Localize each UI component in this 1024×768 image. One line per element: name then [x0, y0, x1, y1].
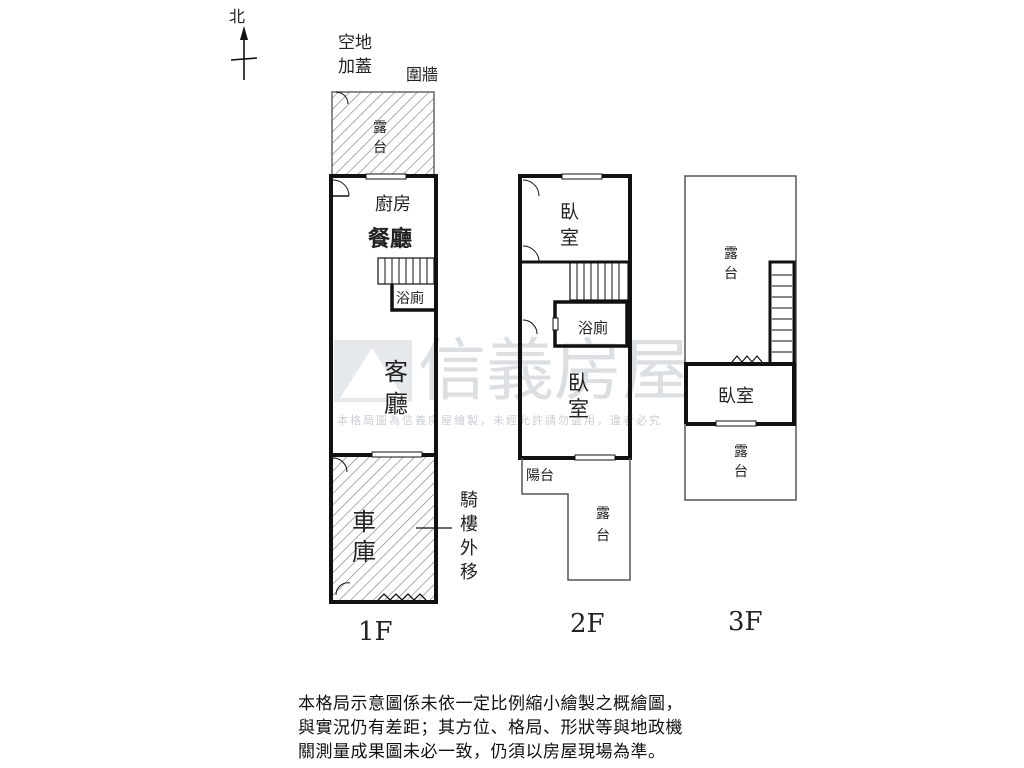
- 1f-empty-lot-label-2: 加蓋: [338, 57, 372, 77]
- disclaimer-line-2: 與實況仍有差距；其方位、格局、形狀等與地政機: [298, 718, 683, 738]
- 2f-terrace-label-2: 台: [596, 528, 610, 544]
- 3f-bedroom-label: 臥室: [718, 386, 754, 407]
- 1f-bath-label: 浴廁: [396, 290, 424, 307]
- watermark-logo-icon: [334, 340, 412, 402]
- 2f-bedroom-a-label-1: 臥: [560, 201, 579, 223]
- watermark-notice: 本格局圖為信義房屋繪製，未經允許請勿盜用，違者必究: [337, 413, 662, 427]
- 2f-terrace-outline: [521, 458, 631, 581]
- disclaimer-line-3: 關測量成果圖未必一致，仍須以房屋現場為準。: [298, 742, 666, 762]
- 3f-terrace-top-label-1: 露: [724, 246, 738, 262]
- 2f-terrace-label-1: 露: [596, 506, 610, 522]
- 1f-living-label-2: 廳: [384, 390, 408, 418]
- 2f-bedroom-b-label-1: 臥: [568, 371, 589, 395]
- floor-plan: 信義房屋 本格局圖為信義房屋繪製，未經允許請勿盜用，違者必究 北: [229, 7, 797, 647]
- 3f-floor-label: 3F: [728, 607, 763, 637]
- 3f-stairs: [768, 260, 796, 366]
- floor-2f: [518, 173, 632, 581]
- north-arrow-icon: [230, 26, 258, 80]
- disclaimer-line-1: 本格局示意圖係未依一定比例縮小繪製之概繪圖，: [298, 694, 683, 714]
- 1f-garage-label-1: 車: [352, 508, 376, 536]
- 3f-outer-outline: [684, 175, 797, 501]
- 1f-empty-lot-label-1: 空地: [338, 33, 372, 53]
- disclaimer: 本格局示意圖係未依一定比例縮小繪製之概繪圖， 與實況仍有差距；其方位、格局、形狀…: [298, 692, 778, 764]
- 1f-terrace-label-1: 露: [373, 120, 387, 136]
- 1f-fence-label: 圍牆: [406, 65, 438, 84]
- 2f-stairs: [569, 261, 629, 301]
- 1f-dining-label: 餐廳: [368, 226, 412, 252]
- floor-1f: [329, 91, 452, 604]
- 3f-terrace-bottom-label-1: 露: [734, 444, 748, 460]
- 1f-living-label-1: 客: [384, 358, 408, 386]
- 2f-bedroom-b-label-2: 室: [568, 397, 589, 421]
- 1f-kitchen-label: 廚房: [375, 193, 411, 215]
- 1f-stairs: [377, 257, 435, 285]
- 1f-arcade-label-4: 移: [460, 562, 478, 583]
- 3f-terrace-bottom-label-2: 台: [734, 464, 748, 480]
- 1f-terrace-label-2: 台: [373, 140, 387, 156]
- 3f-terrace-top-label-2: 台: [724, 266, 738, 282]
- floor-3f: [684, 175, 797, 501]
- 1f-floor-label: 1F: [358, 617, 393, 647]
- 1f-arcade-label-2: 樓: [460, 514, 478, 535]
- 2f-bath-label: 浴廁: [578, 319, 608, 337]
- 1f-arcade-label-3: 外: [460, 538, 478, 559]
- compass-north-label: 北: [229, 7, 245, 26]
- 1f-garage-label-2: 庫: [352, 538, 376, 566]
- 2f-balcony-label: 陽台: [526, 468, 554, 484]
- 2f-bedroom-a-label-2: 室: [560, 227, 579, 249]
- 2f-floor-label: 2F: [570, 609, 605, 639]
- 1f-arcade-label-1: 騎: [460, 490, 478, 511]
